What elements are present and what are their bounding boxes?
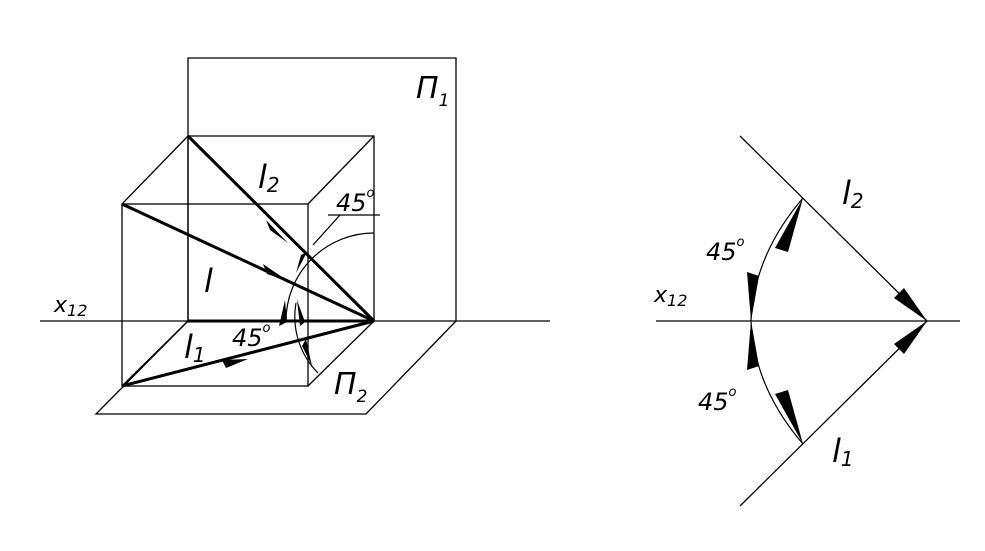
- label-line-l1-letter: l: [184, 328, 193, 366]
- label-plane-p2: Π2: [334, 367, 367, 407]
- label-line-l2-sub: 2: [267, 173, 280, 197]
- line-l1-projection: [121, 319, 375, 388]
- arrow-right-upper-a: [775, 198, 803, 252]
- label-angle-lower-degree: o: [263, 321, 271, 336]
- arrow-right-l1: [894, 321, 927, 354]
- label-right-angle-upper: 45o: [706, 235, 745, 266]
- arrow-line-l: [263, 264, 288, 281]
- label-angle-lower: 45o: [232, 321, 271, 352]
- arrow-angle-upper-b: [279, 300, 287, 326]
- cube-edge-bottom-right: [307, 320, 375, 387]
- arrow-right-upper-b: [747, 272, 759, 321]
- label-left-axis-letter: x: [53, 293, 68, 318]
- label-plane-p1-sub: 1: [439, 91, 450, 111]
- label-right-l2-letter: l: [842, 174, 851, 212]
- line-l: [121, 202, 375, 323]
- label-line-l1: l1: [184, 328, 206, 367]
- arrow-angle-lower-b: [302, 339, 312, 366]
- arrow-angle-upper-a: [296, 252, 307, 273]
- label-right-axis: x12: [653, 283, 687, 310]
- label-line-l1-sub: 1: [193, 343, 206, 367]
- label-right-l2-sub: 2: [851, 189, 864, 213]
- arrow-right-l2: [894, 288, 927, 321]
- left-3d-view: Π1 Π2 x12 l l2 l1 45o 45o: [40, 57, 550, 415]
- label-right-axis-letter: x: [653, 283, 668, 308]
- label-plane-p2-sub: 2: [357, 387, 368, 407]
- cube-edge-top-left: [121, 135, 189, 205]
- label-right-axis-sub: 12: [667, 291, 687, 310]
- label-right-l1: l1: [832, 432, 854, 471]
- arrow-angle-lower-a: [297, 300, 305, 326]
- label-right-l2: l2: [842, 174, 864, 213]
- angle-arc-upper: [285, 232, 375, 322]
- arrow-line-l1: [222, 359, 248, 368]
- arrow-right-lower-b: [775, 390, 803, 444]
- label-left-axis: x12: [53, 293, 87, 320]
- arrow-line-l2: [266, 220, 288, 243]
- cube-edge-top-right: [307, 135, 375, 205]
- right-line-l2: [739, 135, 928, 322]
- line-l2-projection: [186, 134, 376, 323]
- angle-leader-upper: [312, 214, 341, 246]
- cube-front-face: [121, 203, 309, 387]
- plane-p2-outline: [94, 320, 457, 415]
- label-line-l: l: [204, 262, 213, 300]
- cube-back-face: [187, 135, 375, 321]
- cube-edge-bottom-left: [121, 320, 189, 387]
- label-right-angle-upper-value: 45: [706, 238, 737, 266]
- label-plane-p1: Π1: [416, 71, 449, 111]
- label-right-angle-lower-value: 45: [698, 388, 729, 416]
- label-angle-upper-value: 45: [336, 189, 367, 217]
- label-right-angle-upper-degree: o: [737, 235, 745, 250]
- label-right-angle-lower-degree: o: [729, 385, 737, 400]
- label-plane-p2-letter: Π: [334, 367, 357, 402]
- angle-arc-lower: [294, 302, 319, 374]
- label-right-l1-sub: 1: [841, 447, 854, 471]
- label-angle-lower-value: 45: [232, 324, 263, 352]
- right-epure-view: x12 l2 l1 45o 45o: [653, 135, 960, 507]
- label-left-axis-sub: 12: [67, 301, 87, 320]
- label-angle-upper-degree: o: [367, 186, 375, 201]
- right-line-l1: [739, 320, 928, 507]
- label-line-l2: l2: [258, 158, 280, 197]
- label-line-l2-letter: l: [258, 158, 267, 196]
- arrow-right-lower-a: [747, 321, 759, 370]
- label-angle-upper: 45o: [336, 186, 375, 217]
- label-right-angle-lower: 45o: [698, 385, 737, 416]
- label-plane-p1-letter: Π: [416, 71, 439, 106]
- label-right-l1-letter: l: [832, 432, 841, 470]
